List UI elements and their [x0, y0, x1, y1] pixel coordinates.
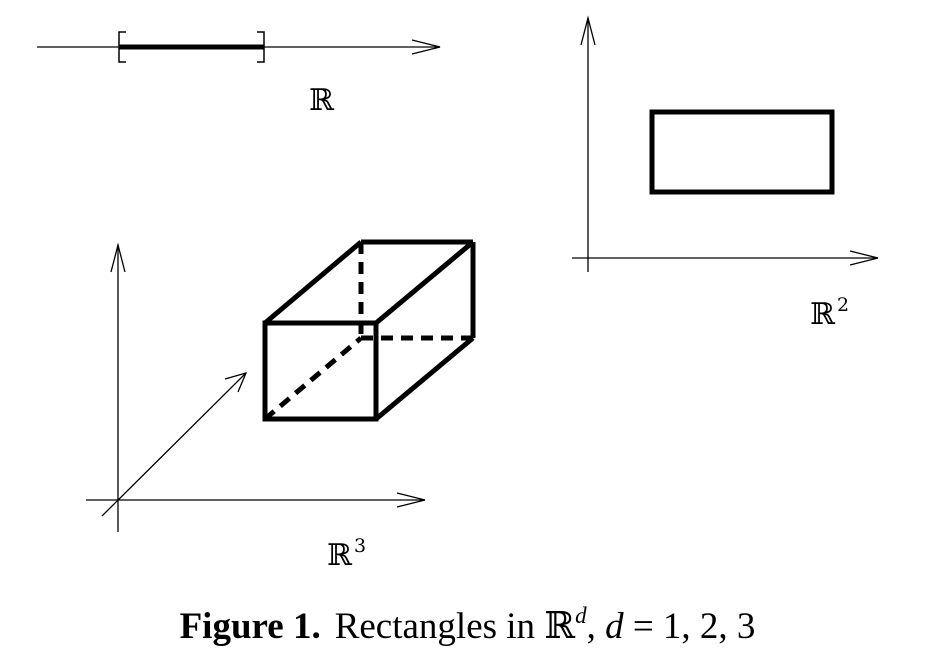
r3-label-base: ℝ	[327, 538, 352, 573]
r2-y-arrowhead	[580, 15, 596, 46]
r1-axis-arrowhead	[411, 39, 441, 55]
box-hidden-diagonal-edge	[263, 336, 363, 421]
r1-right-bracket	[257, 31, 265, 63]
r2-label-exponent: 2	[836, 294, 850, 316]
r2-panel	[572, 15, 879, 272]
r1-panel	[37, 31, 441, 63]
r3-label-exponent: 3	[353, 535, 367, 557]
caption-comma: ,	[586, 606, 596, 647]
r3-z-arrowhead	[110, 242, 126, 273]
r2-rectangle	[649, 109, 835, 195]
r1-label-base: ℝ	[309, 83, 334, 118]
figure-caption: Figure 1. Rectangles in ℝd, d = 1, 2, 3	[0, 604, 935, 645]
box-top-right-edge	[374, 240, 475, 325]
r2-x-arrowhead	[849, 250, 879, 266]
r2-label-base: ℝ	[810, 297, 835, 332]
caption-figure-number: Figure 1.	[179, 606, 321, 647]
r3-y-arrowhead	[224, 372, 248, 393]
r1-label: ℝ	[309, 86, 334, 116]
figure-drawing	[37, 15, 879, 532]
caption-values: = 1, 2, 3	[623, 606, 756, 647]
r3-y-axis	[101, 372, 247, 517]
caption-text: Rectangles in	[334, 606, 536, 647]
caption-space-exponent: d	[575, 603, 587, 628]
box-front-face	[262, 320, 379, 422]
box-top-left-edge	[263, 240, 363, 325]
r3-panel	[86, 239, 476, 532]
r3-x-arrowhead	[396, 492, 426, 508]
r1-left-bracket	[118, 31, 126, 63]
caption-space-symbol: ℝ	[544, 606, 576, 647]
box-bottom-right-edge	[374, 336, 475, 421]
caption-variable: d	[605, 606, 624, 647]
